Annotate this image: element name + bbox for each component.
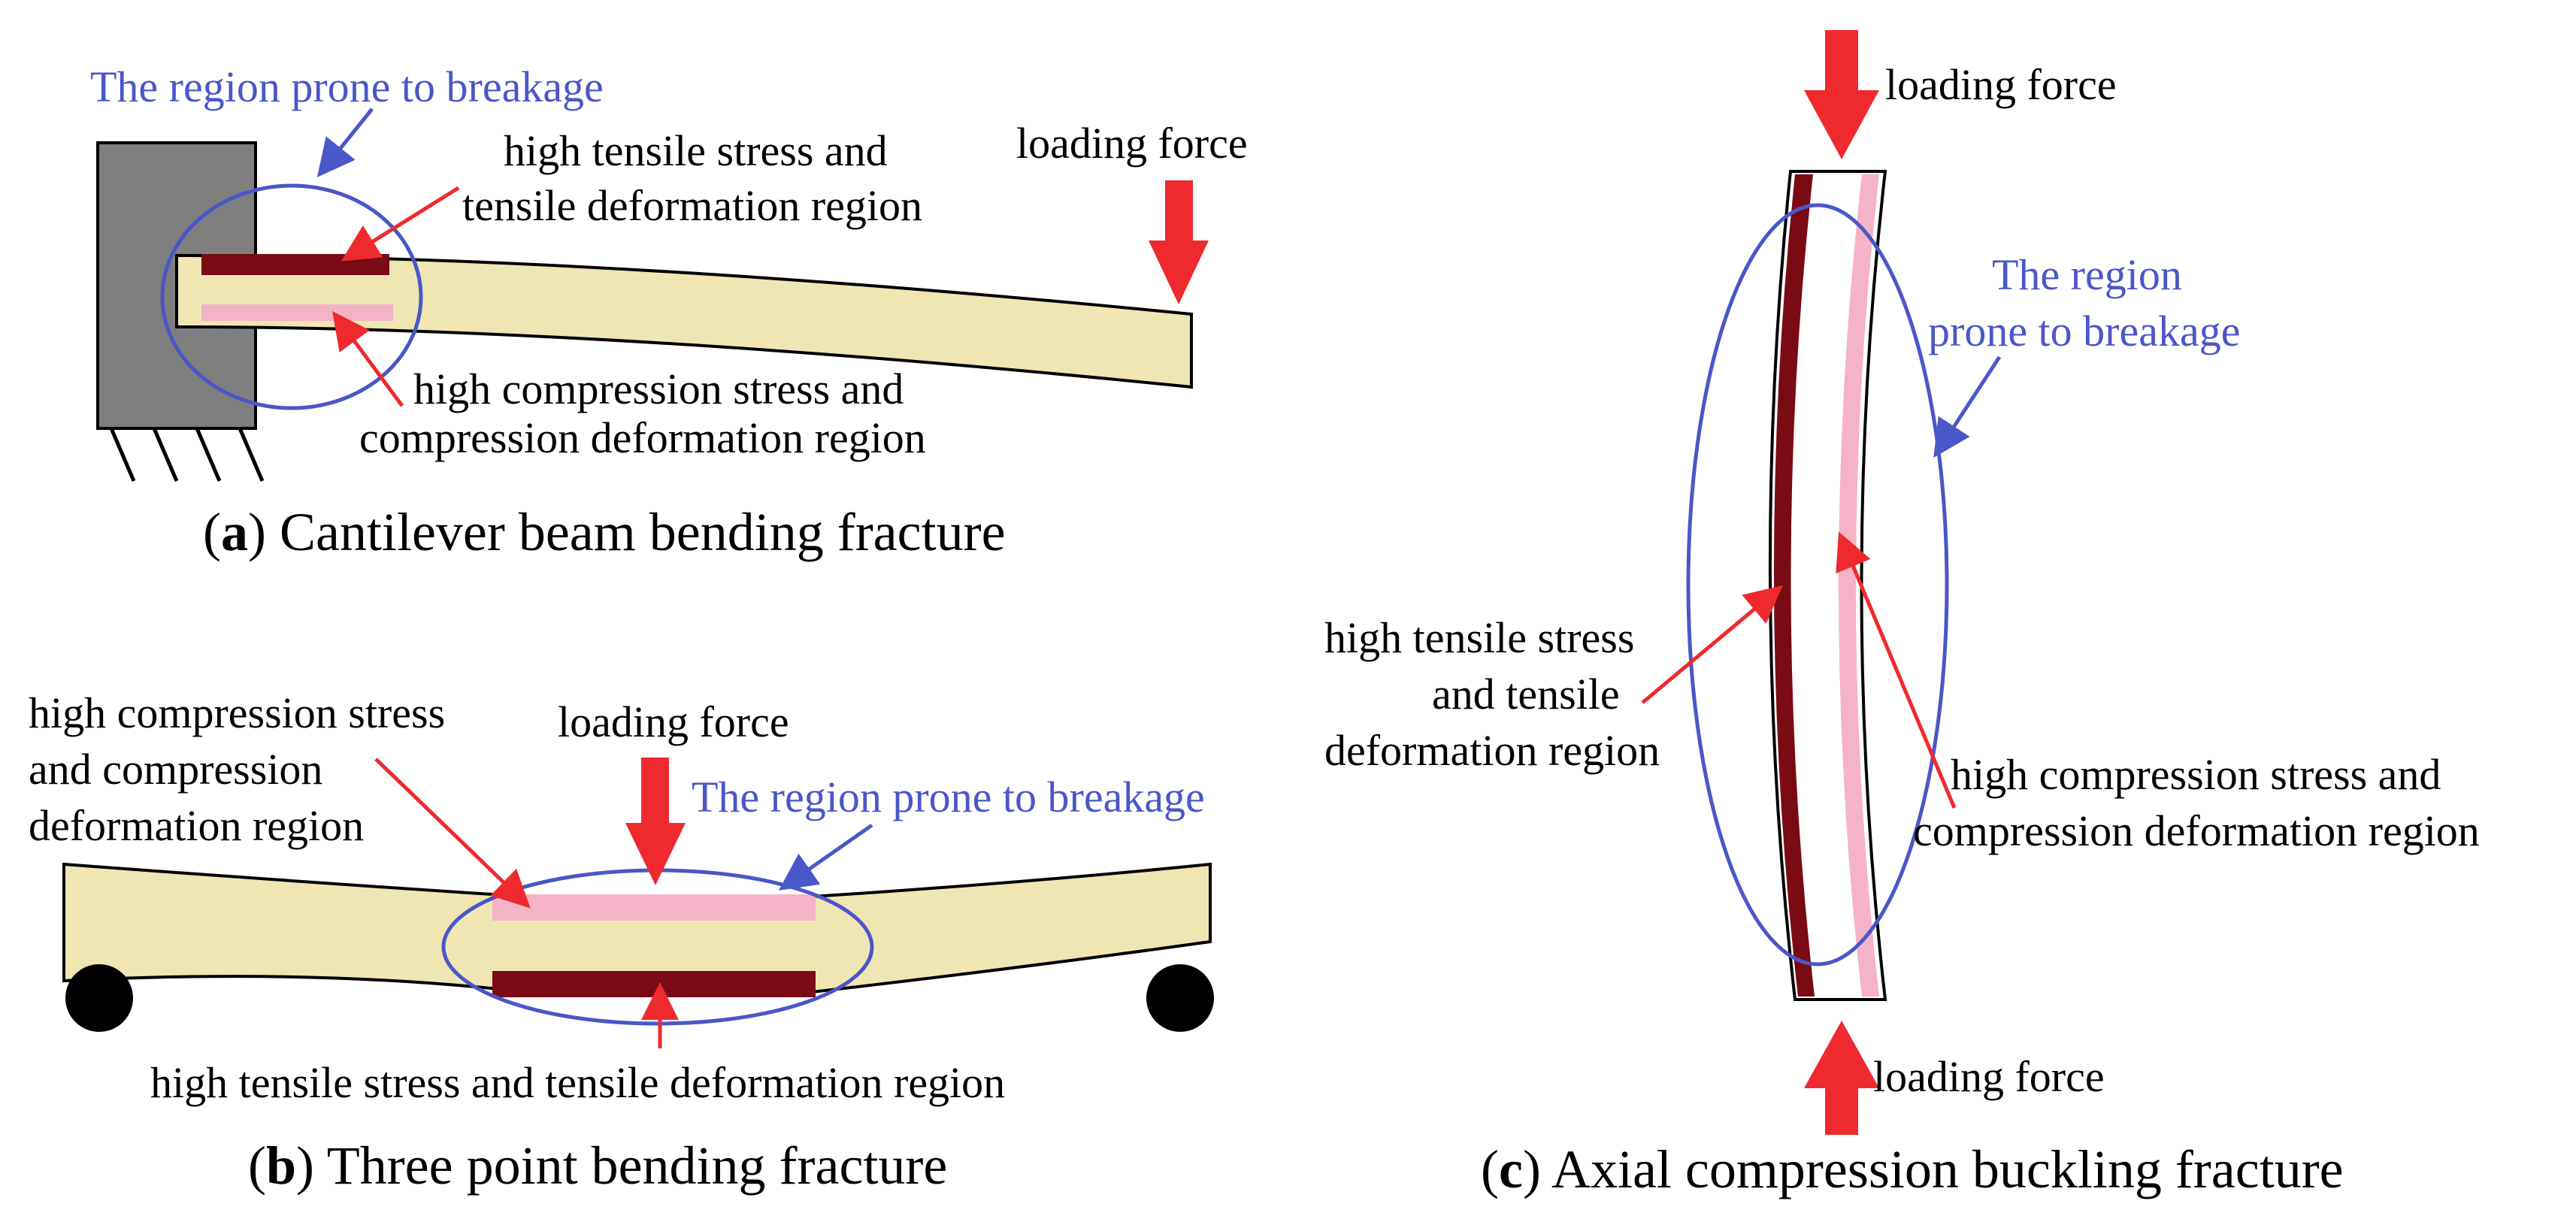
tensile-pointer bbox=[1641, 585, 1783, 704]
tension-zone bbox=[1773, 174, 1815, 997]
compression-label-line-1: high compression stress and bbox=[1951, 750, 2441, 799]
tensile-label-line-2: and tensile bbox=[1432, 670, 1620, 718]
compression-label-line-2: and compression bbox=[29, 745, 322, 794]
tensile-label-line-1: high tensile stress and bbox=[504, 126, 888, 175]
panel-a-cantilever: The region prone to breakage high tensil… bbox=[90, 62, 1248, 562]
tensile-label-line-3: deformation region bbox=[1324, 726, 1660, 775]
caption-a: (a) Cantilever beam bending fracture bbox=[203, 502, 1006, 562]
compression-pointer bbox=[1836, 531, 1957, 809]
tensile-pointer bbox=[341, 186, 460, 262]
loading-force-arrow bbox=[625, 758, 686, 885]
compression-label-line-2: compression deformation region bbox=[1913, 806, 2480, 855]
compression-zone bbox=[492, 894, 816, 921]
compression-zone bbox=[201, 304, 393, 321]
panel-c-axial-buckling: loading force The region prone to breaka… bbox=[1324, 30, 2480, 1199]
breakage-region-label-line-1: The region bbox=[1992, 250, 2182, 299]
caption-c: (c) Axial compression buckling fracture bbox=[1481, 1139, 2344, 1199]
tension-zone bbox=[492, 971, 816, 997]
loading-force-label-bottom: loading force bbox=[1873, 1052, 2105, 1101]
tension-zone bbox=[201, 254, 389, 275]
compression-pointer bbox=[374, 758, 531, 909]
breakage-region-pointer bbox=[1933, 355, 2002, 458]
simply-supported-beam bbox=[62, 862, 1212, 994]
loading-force-label-top: loading force bbox=[1885, 60, 2117, 109]
loading-force-label: loading force bbox=[558, 697, 789, 746]
loading-force-arrow-bottom bbox=[1804, 1021, 1879, 1135]
loading-force-label: loading force bbox=[1016, 119, 1248, 168]
compression-pointer bbox=[332, 310, 404, 407]
breakage-region-outline bbox=[1686, 203, 1949, 966]
tensile-label: high tensile stress and tensile deformat… bbox=[150, 1058, 1005, 1107]
panel-b-three-point: loading force high compression stress an… bbox=[29, 688, 1214, 1196]
compression-label-line-2: compression deformation region bbox=[359, 413, 926, 462]
cantilever-beam bbox=[175, 253, 1193, 389]
loading-force-arrow-top bbox=[1804, 30, 1879, 159]
caption-b: (b) Three point bending fracture bbox=[248, 1136, 947, 1196]
left-roller-support bbox=[65, 964, 133, 1032]
compression-label-line-1: high compression stress and bbox=[413, 364, 904, 413]
right-roller-support bbox=[1146, 964, 1214, 1032]
compression-zone bbox=[1839, 174, 1879, 997]
tensile-label-line-2: tensile deformation region bbox=[462, 181, 922, 230]
wall-hatching bbox=[109, 428, 265, 482]
tensile-label-line-1: high tensile stress bbox=[1324, 613, 1634, 662]
breakage-region-label: The region prone to breakage bbox=[90, 62, 604, 111]
breakage-region-pointer bbox=[316, 107, 374, 177]
loading-force-arrow bbox=[1149, 180, 1209, 304]
compression-label-line-1: high compression stress bbox=[29, 688, 445, 737]
breakage-region-label-line-2: prone to breakage bbox=[1928, 307, 2240, 355]
breakage-region-label: The region prone to breakage bbox=[692, 773, 1205, 821]
breakage-region-pointer bbox=[778, 823, 873, 891]
compression-label-line-3: deformation region bbox=[29, 801, 364, 850]
breakage-region-outline bbox=[160, 183, 423, 410]
